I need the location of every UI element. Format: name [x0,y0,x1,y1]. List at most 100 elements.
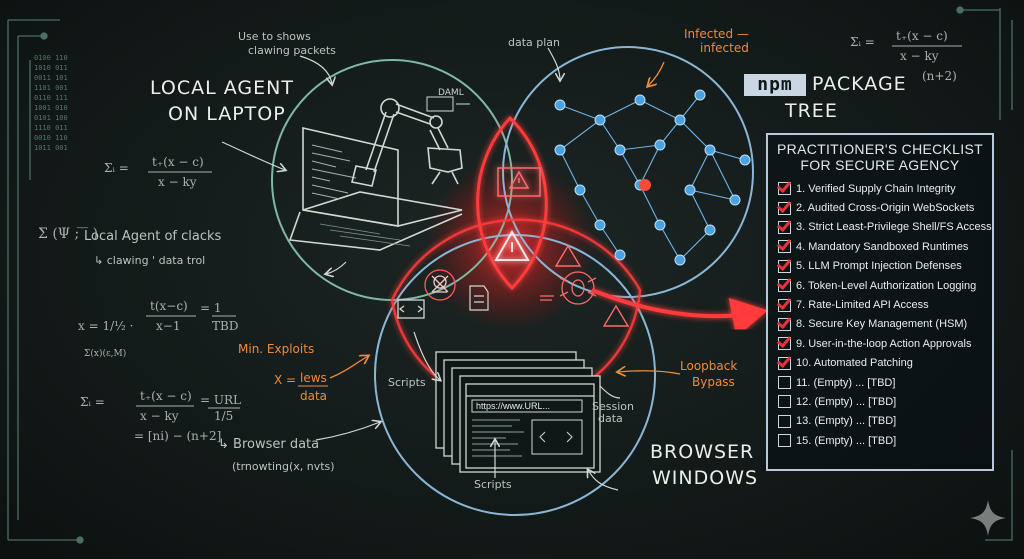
infected-node [639,179,651,191]
package-edge [679,229,711,261]
robot-arm-icon [351,96,470,187]
checklist-item: 11. (Empty) ... [TBD] [778,373,992,392]
warning-icon-center [494,229,530,261]
checklist-item-label: 11. (Empty) ... [TBD] [796,376,896,389]
package-node [739,154,751,166]
checklist-title: PRACTITIONER'S CHECKLIST FOR SECURE AGEN… [768,141,992,173]
package-edge [579,189,601,226]
package-edge [659,224,681,261]
label-browser-1: BROWSER [650,441,754,463]
checklist-item-label: 5. LLM Prompt Injection Defenses [796,260,962,273]
svg-text:Σ(x)(ε,M): Σ(x)(ε,M) [84,348,126,359]
checklist-item-label: 1. Verified Supply Chain Integrity [796,182,956,195]
package-node [554,144,566,156]
note-scripts-top: Scripts [388,376,426,389]
package-node [684,184,696,196]
browser-windows-stack [435,351,601,473]
checkbox-checked[interactable] [778,356,791,370]
threat-arrow [591,288,768,338]
note-session-1: Session [592,400,634,413]
checklist-item: 15. (Empty) ... [TBD] [778,431,992,450]
package-node [594,114,606,126]
package-node [634,94,646,106]
package-edge [689,149,711,191]
checklist-item-label: 3. Strict Least-Privilege Shell/FS Acces… [796,221,992,234]
circle-package-tree [502,46,754,298]
laptop-icon [288,126,463,251]
checkbox-checked[interactable] [778,317,791,331]
package-edge [619,144,661,151]
note-infected-1: Infected — [684,27,749,41]
package-edge [709,149,746,161]
package-node [704,224,716,236]
svg-text:TBD: TBD [212,319,238,333]
checklist-item: 10. Automated Patching [778,354,992,373]
svg-text:1110 011: 1110 011 [34,124,68,132]
label-local-agent-1: LOCAL AGENT [150,77,294,99]
svg-text:t₊(x − c): t₊(x − c) [140,389,192,403]
svg-text:x − ky: x − ky [140,409,179,423]
checkbox-empty[interactable] [778,414,791,428]
checklist-title-line-1: PRACTITIONER'S CHECKLIST [777,141,983,157]
checkbox-checked[interactable] [778,182,791,196]
package-edge [619,149,641,186]
sparkle-icon [970,500,1006,536]
circuit-frame-left [7,6,1013,544]
svg-text:1011 001: 1011 001 [34,144,68,152]
note-data-plan: data plan [508,36,560,49]
svg-text:0011 101: 0011 101 [34,74,68,82]
package-edge [599,224,621,256]
checkbox-checked[interactable] [778,298,791,312]
checkbox-empty[interactable] [778,376,791,390]
code-icon [397,299,425,319]
package-edge [689,189,736,201]
checklist-item: 12. (Empty) ... [TBD] [778,392,992,411]
note-loopback-2: Bypass [692,375,735,389]
checkbox-empty[interactable] [778,395,791,409]
package-node [654,219,666,231]
package-edge [639,184,661,226]
checklist-item: 1. Verified Supply Chain Integrity [778,179,992,198]
package-edge [559,104,601,121]
note-infected-2: infected [700,41,749,55]
checkbox-checked[interactable] [778,201,791,215]
checkbox-empty[interactable] [778,434,791,448]
package-edge [689,189,711,231]
package-node [614,144,626,156]
checkbox-checked[interactable] [778,279,791,293]
document-icon [469,285,554,311]
skull-icon [424,269,456,301]
checklist-item-label: 9. User-in-the-loop Action Approvals [796,337,972,350]
note-lews-data: data [300,389,327,403]
browser-url: https://www.URL... [476,401,550,411]
note-scripts-bottom: Scripts [474,478,512,491]
checklist-item-label: 4. Mandatory Sandboxed Runtimes [796,240,969,253]
checklist-item: 9. User-in-the-loop Action Approvals [778,334,992,353]
package-edge [559,119,601,151]
package-network-nodes [554,89,751,266]
checkbox-checked[interactable] [778,240,791,254]
warning-icon-right [554,244,630,327]
checklist-item: 6. Token-Level Authorization Logging [778,276,992,295]
package-edge [599,119,621,151]
checklist-item-label: 13. (Empty) ... [TBD] [796,415,897,428]
checkbox-checked[interactable] [778,259,791,273]
checklist-item-label: 12. (Empty) ... [TBD] [796,395,897,408]
checklist-item-label: 15. (Empty) ... [TBD] [796,434,897,447]
svg-text:1001 010: 1001 010 [34,104,68,112]
label-local-agent-2: ON LAPTOP [168,103,286,125]
package-node [674,114,686,126]
checklist-item: 7. Rate-Limited API Access [778,295,992,314]
warning-icon [497,167,541,197]
checklist-item-label: 8. Secure Key Management (HSM) [796,318,968,331]
checkbox-checked[interactable] [778,337,791,351]
package-edge [599,99,641,121]
svg-text:x = 1/½ ·: x = 1/½ · [78,319,133,333]
note-local-agent-of-clacks: Local Agent of clacks [84,229,222,244]
checkbox-checked[interactable] [778,220,791,234]
package-edge [559,149,581,191]
package-node [594,219,606,231]
